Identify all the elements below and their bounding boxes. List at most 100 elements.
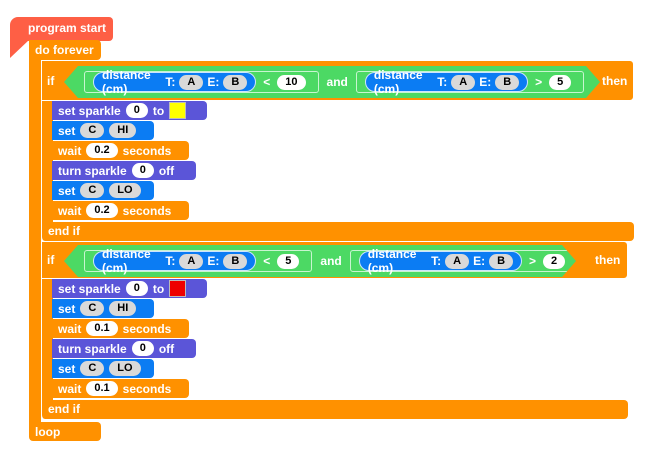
hat-notch: [10, 40, 29, 58]
block-label: set: [58, 301, 76, 316]
off-label: off: [158, 341, 175, 356]
echo-dropdown[interactable]: B: [489, 254, 513, 269]
compare-2[interactable]: distance (cm) T:A E:B >2: [350, 250, 578, 272]
then-label: then: [602, 73, 628, 88]
forever-block[interactable]: do forever: [29, 40, 101, 60]
operator: >: [529, 254, 537, 268]
echo-dropdown[interactable]: B: [495, 75, 519, 90]
sparkle-index-input[interactable]: 0: [131, 341, 154, 356]
echo-label: E:: [207, 254, 220, 268]
block-label: set: [58, 361, 76, 376]
color-swatch[interactable]: [169, 102, 187, 119]
forever-label: do forever: [35, 43, 94, 57]
color-swatch[interactable]: [169, 280, 187, 297]
echo-dropdown[interactable]: B: [223, 254, 247, 269]
sensor-label: distance (cm): [373, 68, 423, 96]
pin-dropdown[interactable]: C: [80, 123, 105, 138]
block-label: wait: [58, 203, 82, 218]
program-start-block[interactable]: program start: [10, 17, 113, 41]
level-dropdown[interactable]: HI: [109, 123, 137, 138]
set-pin-block[interactable]: set C HI: [52, 121, 154, 140]
set-pin-block[interactable]: set C HI: [52, 299, 154, 318]
trig-label: T:: [431, 254, 442, 268]
value-input[interactable]: 10: [277, 75, 305, 90]
seconds-input[interactable]: 0.2: [86, 143, 118, 158]
if-spine: [41, 101, 53, 223]
sparkle-index-input[interactable]: 0: [131, 163, 154, 178]
block-label: set: [58, 183, 76, 198]
seconds-label: seconds: [122, 203, 172, 218]
echo-label: E:: [473, 254, 486, 268]
seconds-label: seconds: [122, 381, 172, 396]
level-dropdown[interactable]: HI: [109, 301, 137, 316]
trig-dropdown[interactable]: A: [179, 75, 203, 90]
wait-block[interactable]: wait 0.1 seconds: [52, 379, 189, 398]
to-label: to: [152, 281, 165, 296]
wait-block[interactable]: wait 0.2 seconds: [52, 201, 189, 220]
trig-label: T:: [165, 75, 176, 89]
operator: <: [263, 254, 271, 268]
value-input[interactable]: 5: [549, 75, 571, 90]
set-sparkle-block[interactable]: set sparkle 0 to: [52, 279, 207, 298]
trig-dropdown[interactable]: A: [451, 75, 475, 90]
set-pin-block[interactable]: set C LO: [52, 359, 154, 378]
if-spine: [41, 279, 53, 401]
turn-sparkle-off-block[interactable]: turn sparkle 0 off: [52, 339, 196, 358]
block-label: turn sparkle: [58, 341, 127, 356]
echo-label: E:: [479, 75, 492, 89]
and-label: and: [320, 254, 342, 268]
end-if-label: end if: [48, 224, 80, 238]
sparkle-index-input[interactable]: 0: [125, 103, 148, 118]
seconds-input[interactable]: 0.2: [86, 203, 118, 218]
compare-1[interactable]: distance (cm) T:A E:B <5: [84, 250, 312, 272]
if-label: if: [47, 253, 55, 267]
sparkle-index-input[interactable]: 0: [125, 281, 148, 296]
trig-dropdown[interactable]: A: [179, 254, 203, 269]
value-input[interactable]: 2: [543, 254, 565, 269]
sensor-label: distance (cm): [102, 68, 151, 96]
then-label: then: [595, 253, 621, 267]
sensor-label: distance (cm): [367, 247, 417, 275]
block-label: set: [58, 123, 76, 138]
seconds-label: seconds: [122, 143, 172, 158]
value-input[interactable]: 5: [277, 254, 299, 269]
set-pin-block[interactable]: set C LO: [52, 181, 154, 200]
level-dropdown[interactable]: LO: [109, 361, 141, 376]
loop-label: loop: [35, 425, 61, 439]
to-label: to: [152, 103, 165, 118]
pin-dropdown[interactable]: C: [80, 361, 105, 376]
loop-block[interactable]: loop: [29, 422, 101, 441]
wait-block[interactable]: wait 0.2 seconds: [52, 141, 189, 160]
seconds-input[interactable]: 0.1: [86, 381, 118, 396]
pin-dropdown[interactable]: C: [80, 183, 105, 198]
end-if-label: end if: [48, 402, 80, 416]
trig-label: T:: [165, 254, 176, 268]
trig-dropdown[interactable]: A: [445, 254, 469, 269]
seconds-input[interactable]: 0.1: [86, 321, 118, 336]
pin-dropdown[interactable]: C: [80, 301, 105, 316]
trig-label: T:: [437, 75, 448, 89]
echo-label: E:: [207, 75, 220, 89]
end-if-block[interactable]: end if: [41, 222, 634, 241]
block-label: wait: [58, 143, 82, 158]
off-label: off: [158, 163, 175, 178]
sensor-label: distance (cm): [102, 247, 151, 275]
echo-dropdown[interactable]: B: [223, 75, 247, 90]
level-dropdown[interactable]: LO: [109, 183, 141, 198]
block-label: wait: [58, 381, 82, 396]
end-if-block[interactable]: end if: [41, 400, 628, 419]
block-label: set sparkle: [58, 281, 121, 296]
